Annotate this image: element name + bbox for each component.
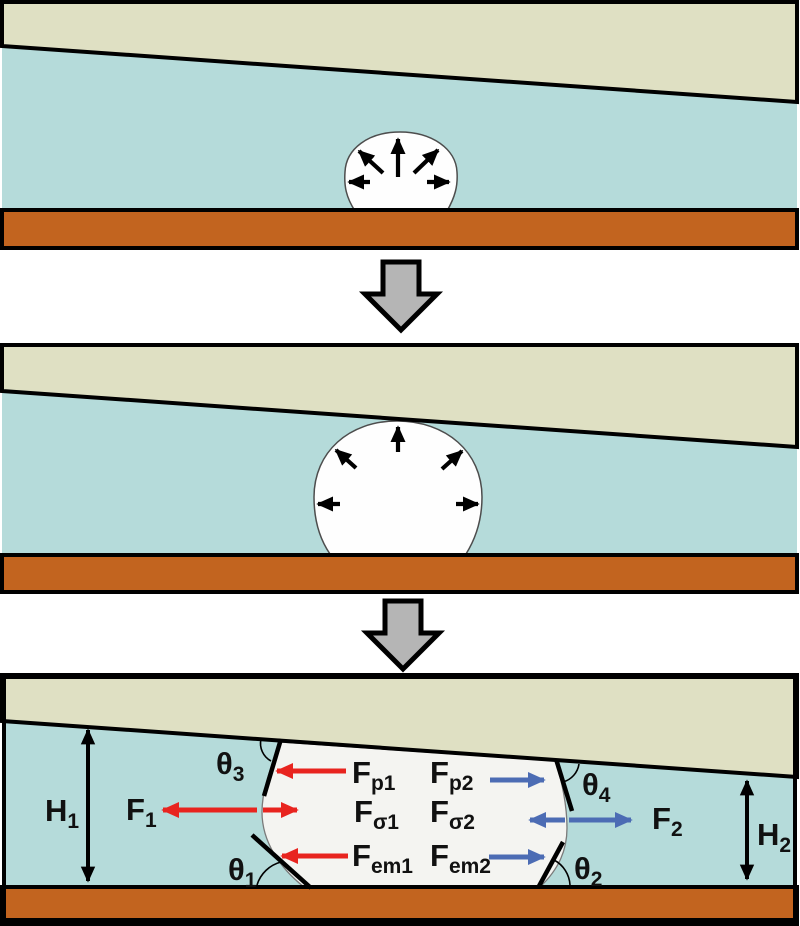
- expand-upright-arrow-icon: [412, 148, 440, 175]
- panel-stage-2: [0, 343, 799, 594]
- label-f1: F1: [126, 792, 157, 832]
- angle-arc-theta1: [256, 861, 282, 886]
- angle-arc-theta3: [259, 738, 272, 762]
- process-arrow-icon: [360, 598, 446, 673]
- label-fem1: Fem1: [352, 838, 413, 878]
- contact-tangent-top-right: [553, 758, 575, 812]
- label-fem2: Fem2: [430, 838, 491, 878]
- angle-arc-theta4: [562, 763, 580, 783]
- top-plate: [0, 0, 799, 105]
- growing-bubble: [313, 420, 483, 555]
- bottom-plate: [0, 885, 799, 926]
- label-fp2: Fp2: [430, 755, 473, 795]
- contact-tangent-bottom-right: [536, 840, 565, 890]
- panel-stage-3: H1 F1 θ3 θ1 Fp1 Fσ1 Fem1 Fp2 Fσ2 Fem2 θ4…: [0, 673, 799, 926]
- panel-border: [2, 675, 797, 922]
- small-bubble: [344, 131, 458, 212]
- contact-tangent-top-left: [261, 738, 284, 797]
- top-plate: [0, 343, 799, 450]
- process-arrow-icon: [358, 259, 444, 334]
- expand-upleft-arrow-icon: [334, 448, 358, 470]
- label-theta4: θ4: [582, 767, 611, 807]
- bottom-plate: [0, 553, 799, 594]
- label-fsigma2: Fσ2: [430, 794, 475, 834]
- expand-upright-arrow-icon: [440, 449, 464, 471]
- label-h2: H2: [757, 817, 791, 857]
- expansion-arrows: [316, 425, 480, 512]
- label-fp1: Fp1: [352, 755, 396, 795]
- label-theta2: θ2: [574, 851, 602, 891]
- label-fsigma1: Fσ1: [354, 794, 399, 834]
- bottom-plate: [0, 208, 799, 250]
- label-theta1: θ1: [228, 852, 257, 892]
- panel-stage-1: [0, 0, 799, 250]
- label-theta3: θ3: [216, 746, 244, 786]
- label-f2: F2: [652, 801, 683, 841]
- expand-upleft-arrow-icon: [357, 149, 385, 175]
- angle-arc-theta2: [553, 859, 571, 886]
- expansion-arrows: [347, 137, 451, 190]
- label-h1: H1: [45, 793, 79, 833]
- confined-bubble: [261, 741, 568, 888]
